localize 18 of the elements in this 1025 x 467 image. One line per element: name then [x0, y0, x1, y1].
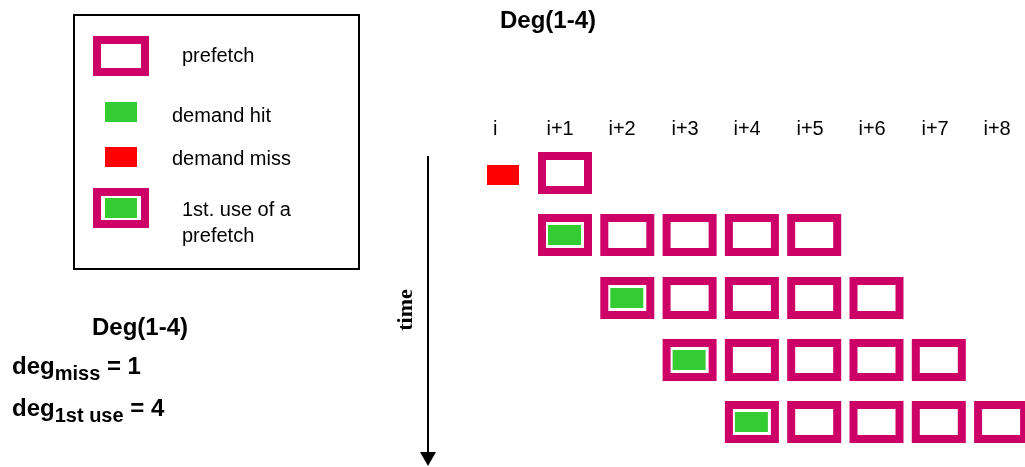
column-label: i+1 — [546, 116, 574, 140]
subtitle: Deg(1-4) — [92, 313, 188, 341]
formula: deg$_{miss}$ = 1 — [12, 351, 141, 385]
column-label: i+6 — [858, 116, 886, 140]
column-label: i+8 — [983, 116, 1011, 140]
title: Deg(1-4) — [500, 6, 596, 34]
column-label: i+3 — [671, 116, 699, 140]
column-label: i+5 — [796, 116, 824, 140]
legend-label: demand hit — [172, 104, 271, 127]
legend-label: demand miss — [172, 147, 291, 170]
column-label: i+4 — [733, 116, 761, 140]
axis-label: time — [391, 289, 418, 331]
formula: deg$_{1st use}$ = 4 — [12, 393, 165, 427]
legend-label: prefetch — [182, 44, 255, 67]
column-label: i+7 — [921, 116, 949, 140]
column-label: i+2 — [608, 116, 636, 140]
legend-label: 1st. use of a prefetch — [182, 197, 292, 248]
column-label: i — [493, 116, 498, 140]
